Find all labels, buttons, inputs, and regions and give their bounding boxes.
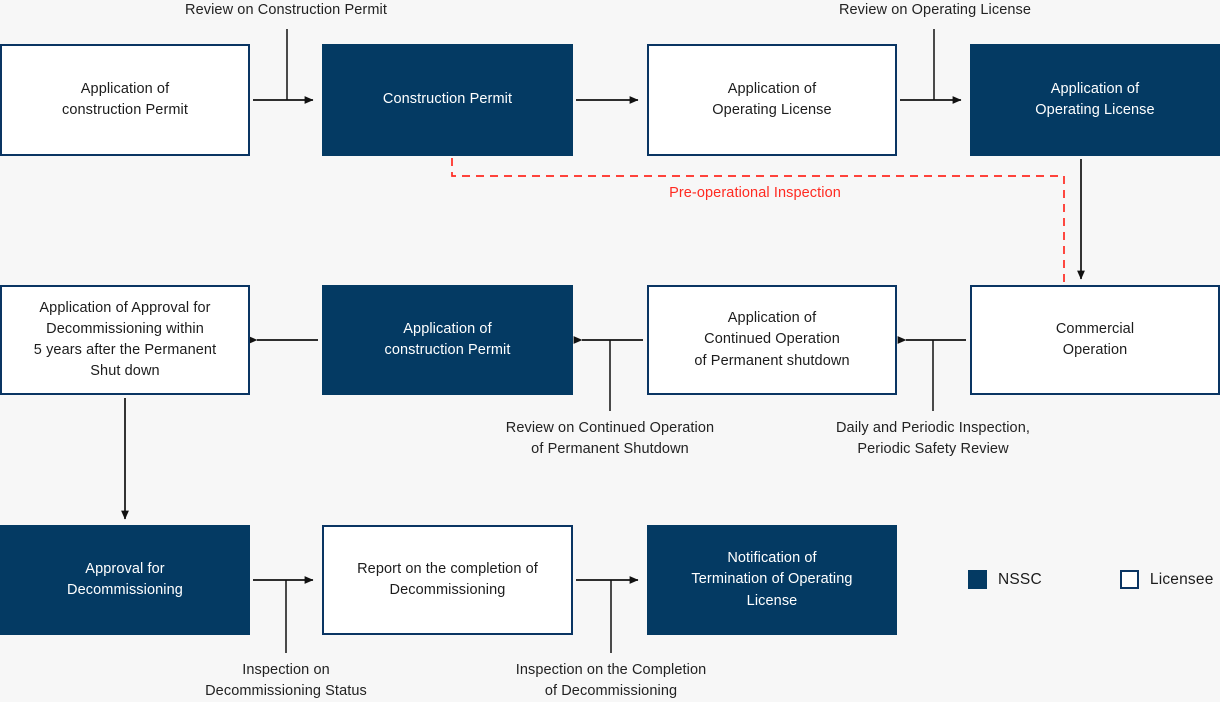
node-construction-permit[interactable]: Construction Permit bbox=[322, 44, 573, 156]
node-label: Approval for Decommissioning bbox=[67, 560, 183, 598]
node-label: Construction Permit bbox=[382, 91, 513, 108]
node-report-completion-decommissioning[interactable]: Report on the completion of Decommission… bbox=[322, 525, 573, 635]
node-label: Application of construction Permit bbox=[62, 80, 188, 118]
edge-label-review-continued-operation: Review on Continued Operation of Permane… bbox=[505, 420, 715, 457]
edge-label-inspection-completion-decommissioning: Inspection on the Completion of Decommis… bbox=[515, 662, 707, 699]
legend-label: Licensee bbox=[1149, 570, 1214, 588]
node-label: Commercial Operation bbox=[1055, 320, 1135, 358]
edge-label-review-operating-license: Review on Operating License bbox=[838, 2, 1032, 18]
node-label: Application of Operating License bbox=[712, 80, 832, 118]
node-notification-termination-operating-license[interactable]: Notification of Termination of Operating… bbox=[647, 525, 897, 635]
node-approval-operating-license[interactable]: Application of Operating License bbox=[970, 44, 1220, 156]
legend: NSSC Licensee bbox=[968, 570, 1214, 589]
node-label: Application of Approval for Decommission… bbox=[33, 299, 217, 380]
edge-pre-operational-inspection bbox=[451, 158, 1065, 282]
node-label: Application of Continued Operation of Pe… bbox=[694, 310, 850, 369]
node-application-construction-permit-2[interactable]: Application of construction Permit bbox=[322, 285, 573, 395]
legend-item-nssc: NSSC bbox=[968, 570, 1042, 589]
edge-label-daily-periodic-inspection: Daily and Periodic Inspection, Periodic … bbox=[835, 420, 1031, 457]
node-label: Notification of Termination of Operating… bbox=[691, 550, 853, 609]
legend-item-licensee: Licensee bbox=[1119, 570, 1214, 589]
edge-label-inspection-decommissioning-status: Inspection on Decommissioning Status bbox=[205, 662, 367, 699]
node-approval-for-decommissioning[interactable]: Approval for Decommissioning bbox=[0, 525, 250, 635]
node-application-construction-permit[interactable]: Application of construction Permit bbox=[0, 44, 250, 156]
node-commercial-operation[interactable]: Commercial Operation bbox=[970, 285, 1220, 395]
node-application-continued-operation[interactable]: Application of Continued Operation of Pe… bbox=[647, 285, 897, 395]
node-label: Report on the completion of Decommission… bbox=[357, 560, 538, 598]
node-application-operating-license[interactable]: Application of Operating License bbox=[647, 44, 897, 156]
nssc-color-swatch bbox=[968, 570, 987, 589]
node-application-approval-decommissioning[interactable]: Application of Approval for Decommission… bbox=[0, 285, 250, 395]
node-label: Application of construction Permit bbox=[384, 320, 511, 358]
licensee-color-swatch bbox=[1119, 570, 1139, 589]
node-label: Application of Operating License bbox=[1035, 80, 1155, 118]
edge-label-review-construction-permit: Review on Construction Permit bbox=[185, 2, 387, 18]
legend-label: NSSC bbox=[998, 570, 1042, 588]
edge-label-pre-operational-inspection: Pre-operational Inspection bbox=[669, 185, 841, 201]
